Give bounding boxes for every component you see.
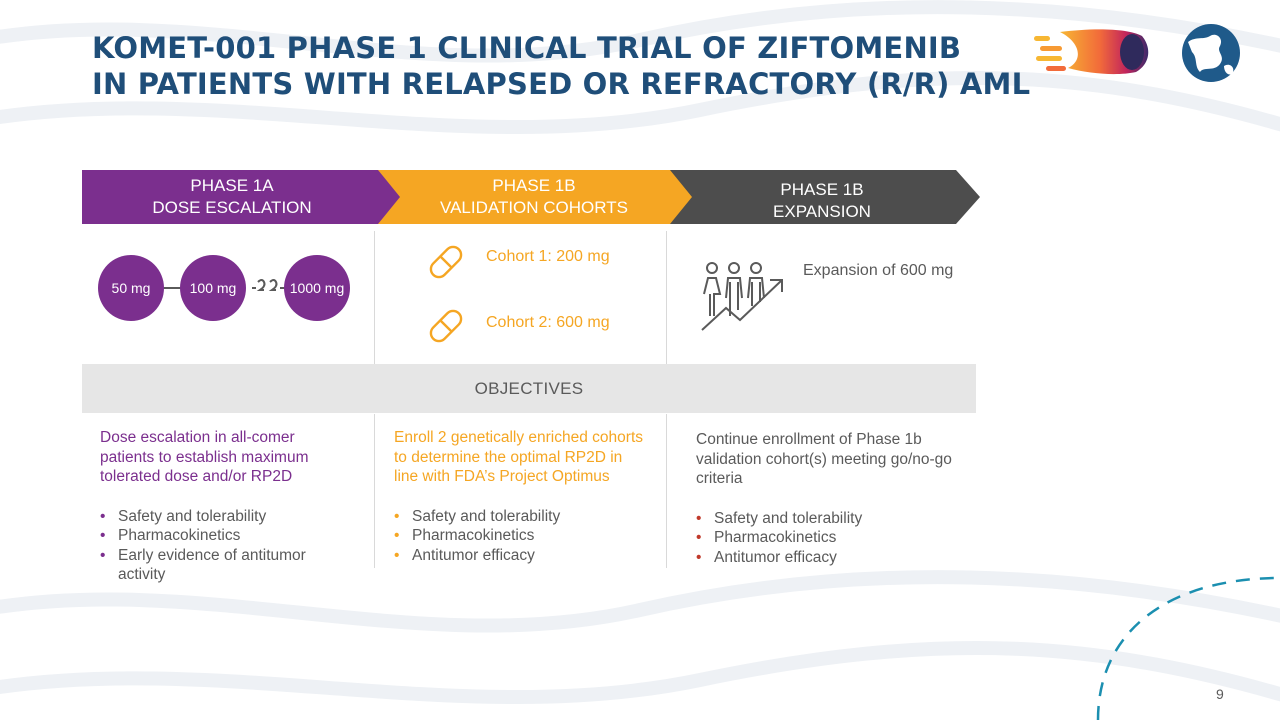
list-item: Antitumor efficacy — [696, 548, 966, 568]
phase-1a-label: PHASE 1A DOSE ESCALATION — [82, 170, 382, 224]
slide-title: KOMET-001 PHASE 1 CLINICAL TRIAL OF ZIFT… — [92, 30, 1030, 102]
objective-intro: Continue enrollment of Phase 1b validati… — [696, 431, 952, 487]
slide-title-line-2: IN PATIENTS WITH RELAPSED OR REFRACTORY … — [92, 67, 1031, 101]
phase-1a-chevron — [662, 170, 980, 224]
dose-circle: 100 mg — [180, 255, 246, 321]
list-item: Safety and tolerability — [696, 509, 966, 529]
cohort-1-label: Cohort 1: 200 mg — [486, 248, 610, 265]
globe-logo-icon — [1182, 24, 1240, 82]
objective-bullets: Safety and tolerability Pharmacokinetics… — [696, 509, 966, 568]
phase-1b-validation-line-1: PHASE 1B — [492, 176, 576, 195]
phase-1b-expansion-chevron — [82, 170, 400, 224]
objective-intro: Dose escalation in all-comer patients to… — [100, 429, 309, 485]
cohort-2-label: Cohort 2: 600 mg — [486, 314, 610, 331]
decorative-dashed-arc — [1096, 576, 1280, 720]
phase-1a-line-1: PHASE 1A — [190, 176, 274, 195]
list-item: Safety and tolerability — [394, 507, 649, 527]
phase-1b-validation-chevron — [374, 170, 692, 224]
column-divider — [374, 414, 375, 568]
objective-column-phase-1b-expansion: Continue enrollment of Phase 1b validati… — [696, 430, 966, 567]
phase-1b-validation-line-2: VALIDATION COHORTS — [440, 198, 628, 217]
list-item: Pharmacokinetics — [394, 526, 649, 546]
slide-title-line-1: KOMET-001 PHASE 1 CLINICAL TRIAL OF ZIFT… — [92, 31, 962, 65]
list-item: Antitumor efficacy — [394, 546, 649, 566]
phase-chevron-bar — [82, 170, 980, 224]
column-divider — [666, 231, 667, 364]
page-number: 9 — [1216, 686, 1224, 702]
phase-1b-expansion-line-1: PHASE 1B — [780, 180, 864, 199]
column-divider — [374, 231, 375, 364]
objective-bullets: Safety and tolerability Pharmacokinetics… — [100, 507, 350, 585]
capsule-icon — [429, 245, 463, 279]
phase-1b-expansion-label: PHASE 1B EXPANSION — [672, 174, 972, 228]
objective-column-phase-1b-validation: Enroll 2 genetically enriched cohorts to… — [394, 428, 649, 565]
expansion-label: Expansion of 600 mg — [803, 262, 954, 279]
phase-1a-line-2: DOSE ESCALATION — [152, 198, 312, 217]
dose-circle: 1000 mg — [284, 255, 350, 321]
objective-intro: Enroll 2 genetically enriched cohorts to… — [394, 429, 643, 485]
phase-1b-expansion-line-2: EXPANSION — [773, 202, 871, 221]
capsule-icon — [429, 309, 463, 343]
people-growth-icon — [701, 262, 783, 331]
objective-bullets: Safety and tolerability Pharmacokinetics… — [394, 507, 649, 566]
phase-1b-validation-label: PHASE 1B VALIDATION COHORTS — [384, 170, 684, 224]
list-item: Safety and tolerability — [100, 507, 350, 527]
list-item: Pharmacokinetics — [100, 526, 350, 546]
list-item: Pharmacokinetics — [696, 528, 966, 548]
dose-circle: 50 mg — [98, 255, 164, 321]
column-divider — [666, 414, 667, 568]
comet-logo-icon — [1034, 29, 1149, 75]
list-item: Early evidence of antitumor activity — [100, 546, 350, 585]
axis-break-icon — [256, 276, 280, 300]
objective-column-phase-1a: Dose escalation in all-comer patients to… — [100, 428, 350, 585]
dose-connector — [160, 287, 188, 289]
objectives-header: OBJECTIVES — [82, 364, 976, 413]
